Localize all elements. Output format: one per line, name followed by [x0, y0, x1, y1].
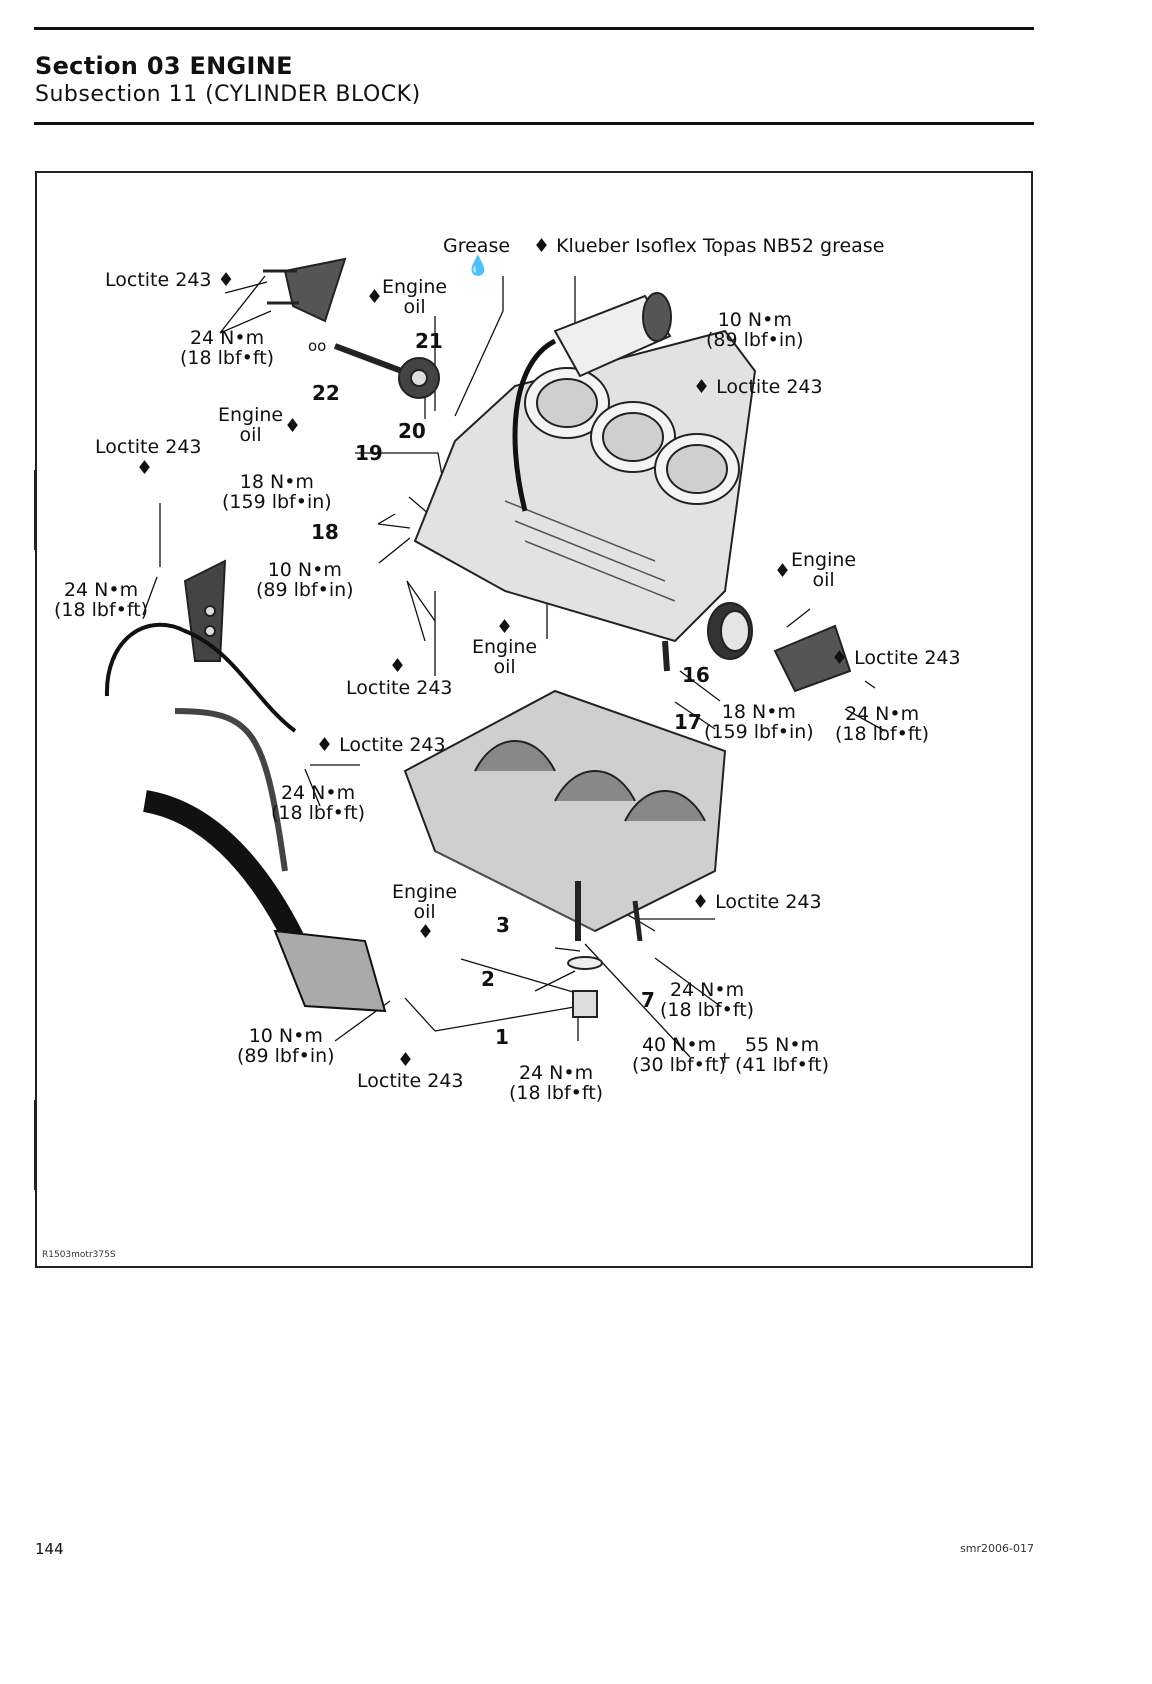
drop-icon: ♦	[692, 891, 710, 913]
callout-engine-oil-center: Engine oil	[472, 636, 538, 678]
part-number-22: 22	[312, 381, 340, 405]
part-number-20: 20	[398, 419, 426, 443]
part-number-2: 2	[481, 967, 495, 991]
section-title: Section 03 ENGINE	[35, 52, 293, 80]
drop-icon: ♦	[496, 616, 514, 638]
exploded-view-diagram: oo	[104, 257, 886, 1058]
page-number: 144	[35, 1540, 64, 1558]
callout-torque-10-top: 10 N•m (89 lbf•in)	[706, 309, 804, 351]
figure-reference: R1503motr375S	[42, 1250, 116, 1260]
callout-loctite-starter: ♦ Loctite 243	[693, 376, 823, 398]
callout-torque-18-right: 18 N•m (159 lbf•in)	[704, 701, 814, 743]
engine-support-bracket-left	[183, 559, 227, 662]
callout-loctite-right: ♦ Loctite 243	[831, 647, 961, 669]
drop-icon: ♦	[389, 655, 407, 677]
lower-crankcase	[403, 689, 727, 933]
grease-drop-icon: 💧	[466, 255, 490, 277]
part-number-17: 17	[674, 710, 702, 734]
part-number-16: 16	[682, 663, 710, 687]
drop-icon: ♦	[693, 376, 711, 398]
drop-icon: ♦	[533, 235, 551, 257]
engine-support-bracket-right	[773, 624, 852, 693]
callout-torque-10-low: 10 N•m (89 lbf•in)	[237, 1025, 335, 1067]
callout-torque-18-left: 18 N•m (159 lbf•in)	[222, 471, 332, 513]
svg-text:oo: oo	[308, 337, 326, 355]
part-number-19: 19	[355, 441, 383, 465]
part-number-7: 7	[641, 988, 655, 1012]
subsection-title: Subsection 11 (CYLINDER BLOCK)	[35, 82, 421, 107]
balance-shaft-gear: oo	[308, 337, 440, 399]
oil-filter-bolts	[567, 640, 670, 1018]
callout-torque-24-top: 24 N•m (18 lbf•ft)	[180, 327, 275, 369]
sensor-wire	[104, 622, 297, 733]
engine-support-bracket-top	[263, 257, 347, 323]
callout-loctite-top-left: Loctite 243 ♦	[105, 269, 235, 291]
part-number-3: 3	[496, 913, 510, 937]
callout-loctite-bolts: ♦ Loctite 243	[692, 891, 822, 913]
callout-torque-24-left: 24 N•m (18 lbf•ft)	[54, 579, 149, 621]
part-number-21: 21	[415, 329, 443, 353]
document-id: smr2006-017	[960, 1542, 1034, 1555]
callout-torque-55: 55 N•m (41 lbf•ft)	[735, 1034, 830, 1076]
drop-icon: ♦	[284, 415, 302, 437]
figure-frame	[35, 171, 1033, 1268]
callout-loctite-low: Loctite 243	[357, 1070, 464, 1092]
starter-motor	[512, 292, 672, 512]
part-number-1: 1	[495, 1025, 509, 1049]
callout-torque-24-pump: 24 N•m (18 lbf•ft)	[271, 782, 366, 824]
drop-icon: ♦	[366, 286, 384, 308]
drop-icon: ♦	[316, 734, 334, 756]
callout-engine-oil-right: Engine oil	[791, 549, 857, 591]
drop-icon: ♦	[417, 921, 435, 943]
callout-torque-24-low: 24 N•m (18 lbf•ft)	[509, 1062, 604, 1104]
callout-torque-24-right: 24 N•m (18 lbf•ft)	[835, 703, 930, 745]
torque-plus-sign: +	[718, 1048, 732, 1067]
oil-cooler-assembly	[142, 708, 387, 1013]
callout-engine-oil-top: Engine oil	[382, 276, 448, 318]
drop-icon: ♦	[831, 647, 849, 669]
callout-torque-10-mid: 10 N•m (89 lbf•in)	[256, 559, 354, 601]
callout-engine-oil-lower: Engine oil	[392, 881, 458, 923]
callout-loctite-left: Loctite 243	[95, 436, 202, 458]
drop-icon: ♦	[136, 457, 154, 479]
drop-icon: ♦	[217, 269, 235, 291]
drop-icon: ♦	[774, 560, 792, 582]
header-bottom-rule	[34, 122, 1034, 125]
part-number-18: 18	[311, 520, 339, 544]
callout-torque-40: 40 N•m (30 lbf•ft)	[632, 1034, 727, 1076]
callout-engine-oil-mid: Engine oil	[218, 404, 284, 446]
oil-pump-cover	[707, 602, 753, 660]
drop-icon: ♦	[397, 1049, 415, 1071]
callout-klueber-grease: ♦ Klueber Isoflex Topas NB52 grease	[533, 235, 885, 257]
callout-grease: Grease	[443, 235, 511, 257]
callout-torque-24-bolt7: 24 N•m (18 lbf•ft)	[660, 979, 755, 1021]
callout-loctite-mid: Loctite 243	[346, 677, 453, 699]
callout-loctite-pump: ♦ Loctite 243	[316, 734, 446, 756]
header-top-rule	[34, 27, 1034, 30]
